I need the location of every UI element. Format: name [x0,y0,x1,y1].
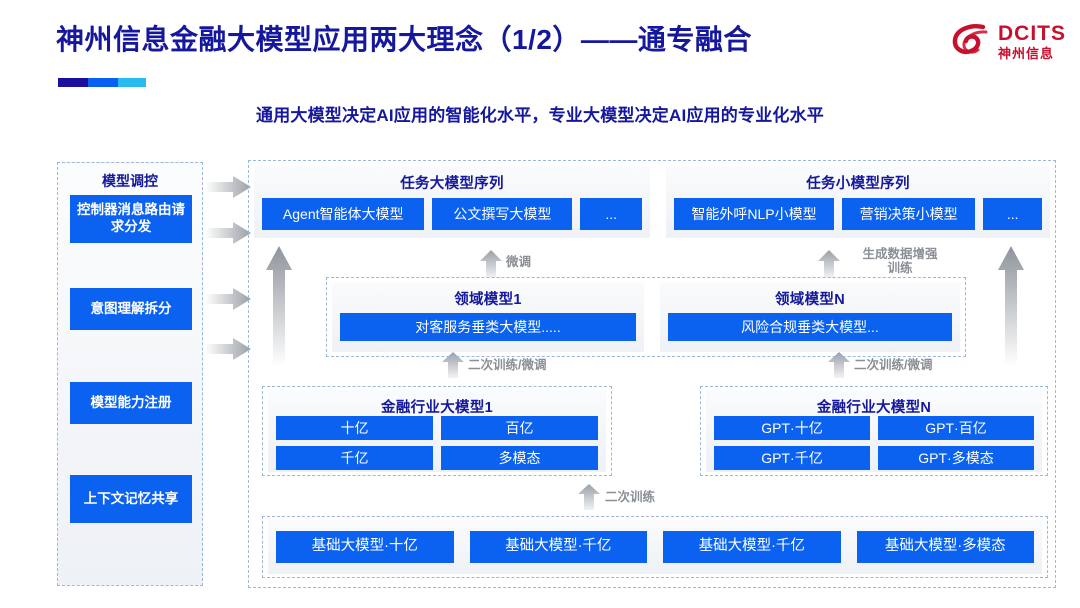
architecture-frame [248,160,1056,588]
industry-n-item-gpt-baiyi[interactable]: GPT·百亿 [878,416,1034,440]
domain-model-n-title: 领域模型N [775,292,845,308]
industry-model-n-frame [700,386,1048,476]
task-large-model-title: 任务大模型序列 [400,176,504,192]
domain-models-frame [326,277,966,357]
industry-1-item-baiyi[interactable]: 百亿 [441,416,598,440]
base-models-frame [262,516,1048,578]
logo-chinese-text: 神州信息 [998,45,1055,61]
model-control-sidebar: 模型调控 控制器消息路由请求分发 意图理解拆分 模型能力注册 上下文记忆共享 [57,162,203,586]
logo-wordmark: DCITS 神州信息 [998,23,1066,60]
base-models-panel: 基础大模型·十亿 基础大模型·千亿 基础大模型·千亿 基础大模型·多模态 [268,520,1042,574]
company-logo: DCITS 神州信息 [950,20,1066,62]
flow-arrow-right-4 [205,338,251,360]
industry-n-item-gpt-shiyi[interactable]: GPT·十亿 [714,416,870,440]
flow-arrow-right-3 [205,288,251,310]
industry-n-item-gpt-qianyi[interactable]: GPT·千亿 [714,446,870,470]
sidebar-item-context-memory[interactable]: 上下文记忆共享 [70,475,192,523]
arrow-label-retrain-tune-left: 二次训练/微调 [468,358,547,372]
industry-1-item-shiyi[interactable]: 十亿 [276,416,433,440]
dcits-swirl-icon [952,24,988,55]
industry-n-item-gpt-multimodal[interactable]: GPT·多模态 [878,446,1034,470]
title-underline-bar [58,78,146,87]
task-item-more[interactable]: ... [983,198,1042,230]
task-item-more[interactable]: ... [580,198,642,230]
task-large-model-panel: 任务大模型序列 Agent智能体大模型 公文撰写大模型 ... [254,166,650,238]
domain-model-n-panel: 领域模型N 风险合规垂类大模型... [660,282,960,352]
industry-model-1-panel: 金融行业大模型1 十亿 百亿 千亿 多模态 [268,390,606,472]
flow-arrow-up-tall-right [998,246,1024,366]
sidebar-item-capability-register[interactable]: 模型能力注册 [70,382,192,424]
industry-1-item-qianyi[interactable]: 千亿 [276,446,433,470]
flow-arrow-up-retrain-left [442,352,464,378]
base-model-shiyi[interactable]: 基础大模型·十亿 [276,531,454,563]
arrow-label-gen-data-aug: 生成数据增强 训练 [862,247,938,276]
task-small-model-title: 任务小模型序列 [806,176,910,192]
task-small-model-row: 智能外呼NLP小模型 营销决策小模型 ... [674,198,1042,230]
title-bar-segment-3 [118,78,146,87]
arrow-label-retrain-tune-right: 二次训练/微调 [854,358,933,372]
base-model-multimodal[interactable]: 基础大模型·多模态 [856,531,1034,563]
industry-model-1-frame [262,386,612,476]
domain-model-n-item[interactable]: 风险合规垂类大模型... [668,313,952,341]
domain-model-1-panel: 领域模型1 对客服务垂类大模型..... [332,282,644,352]
sidebar-item-controller-routing[interactable]: 控制器消息路由请求分发 [70,195,192,243]
title-bar-segment-1 [58,78,88,87]
title-bar-segment-2 [88,78,118,87]
task-small-model-panel: 任务小模型序列 智能外呼NLP小模型 营销决策小模型 ... [666,166,1050,238]
flow-arrow-up-gen-data [818,250,840,278]
flow-arrow-right-1 [205,176,251,198]
flow-arrow-right-2 [205,222,251,244]
domain-model-1-title: 领域模型1 [454,292,522,308]
base-model-qianyi-2[interactable]: 基础大模型·千亿 [663,531,841,563]
task-item-document-model[interactable]: 公文撰写大模型 [432,198,573,230]
flow-arrow-up-retrain-base [578,484,600,510]
page-title: 神州信息金融大模型应用两大理念（1/2）——通专融合 [56,24,752,55]
flow-arrow-up-tall-left [266,246,292,366]
page-subtitle: 通用大模型决定AI应用的智能化水平，专业大模型决定AI应用的专业化水平 [256,106,824,125]
base-models-row: 基础大模型·十亿 基础大模型·千亿 基础大模型·千亿 基础大模型·多模态 [276,531,1034,563]
task-item-marketing-model[interactable]: 营销决策小模型 [842,198,976,230]
flow-arrow-up-retrain-right [828,352,850,378]
industry-model-1-grid: 十亿 百亿 千亿 多模态 [276,416,598,470]
task-item-agent-model[interactable]: Agent智能体大模型 [262,198,425,230]
base-model-qianyi-1[interactable]: 基础大模型·千亿 [469,531,647,563]
task-item-outbound-nlp-model[interactable]: 智能外呼NLP小模型 [674,198,834,230]
task-large-model-row: Agent智能体大模型 公文撰写大模型 ... [262,198,642,230]
industry-model-n-title: 金融行业大模型N [816,400,932,416]
arrow-label-retrain: 二次训练 [605,490,656,504]
industry-model-n-panel: 金融行业大模型N GPT·十亿 GPT·百亿 GPT·千亿 GPT·多模态 [706,390,1042,472]
sidebar-title: 模型调控 [102,173,158,189]
domain-model-1-item[interactable]: 对客服务垂类大模型..... [340,313,636,341]
industry-model-n-grid: GPT·十亿 GPT·百亿 GPT·千亿 GPT·多模态 [714,416,1034,470]
industry-1-item-multimodal[interactable]: 多模态 [441,446,598,470]
logo-english-text: DCITS [998,21,1066,45]
sidebar-item-intent-understanding[interactable]: 意图理解拆分 [70,288,192,330]
arrow-label-fine-tune: 微调 [506,255,532,269]
industry-model-1-title: 金融行业大模型1 [381,400,493,416]
flow-arrow-up-fine-tune [480,250,502,278]
